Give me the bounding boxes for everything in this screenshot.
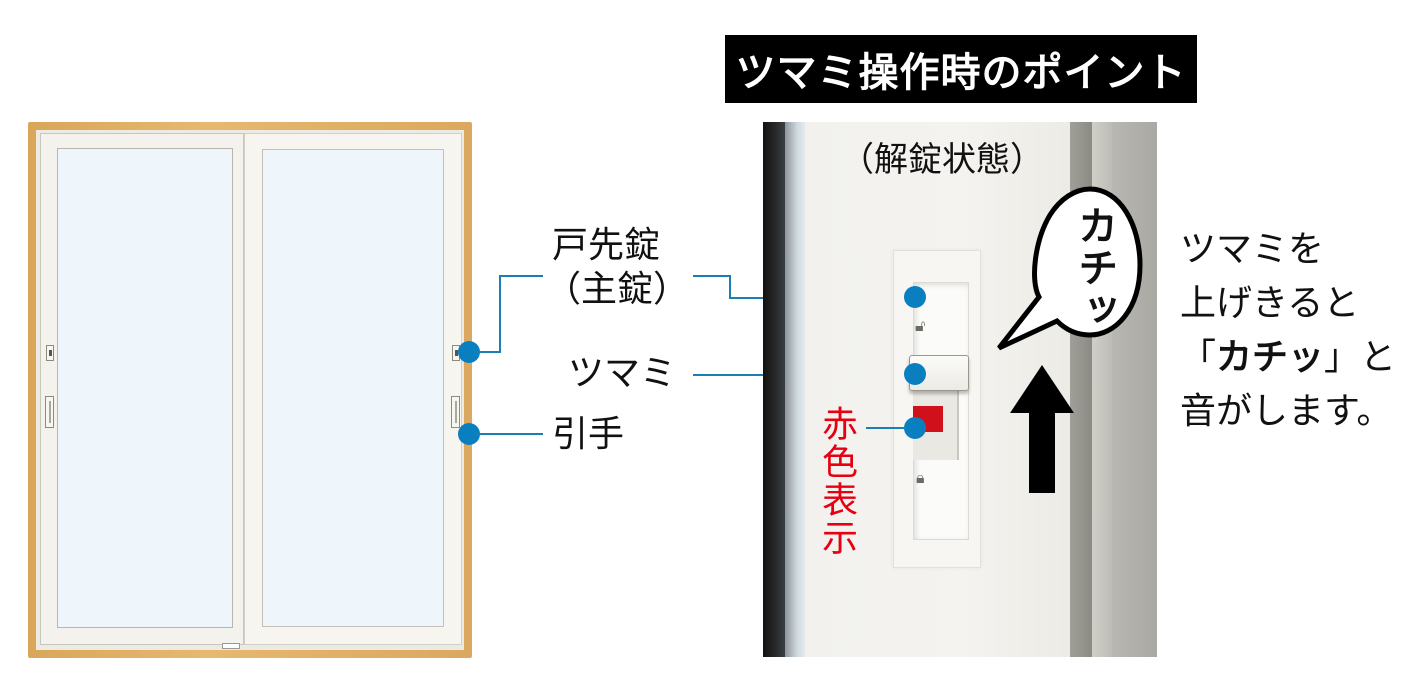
right-glass-pane bbox=[262, 149, 444, 627]
description-line-1: ツマミを bbox=[1180, 229, 1325, 270]
photo-lock-leader-h1 bbox=[693, 275, 731, 277]
photo-lock-marker-dot bbox=[904, 286, 926, 308]
description-line-2: 上げきると bbox=[1180, 283, 1360, 324]
right-sash bbox=[244, 133, 462, 645]
main-lock-label-line1: 戸先錠 bbox=[552, 225, 661, 266]
lock-state-label: （解錠状態） bbox=[840, 140, 1044, 180]
handle-leader-line bbox=[475, 433, 543, 435]
description-line-4: 音がします。 bbox=[1180, 391, 1393, 432]
handle-label: 引手 bbox=[552, 414, 625, 455]
right-handle-hardware bbox=[451, 396, 460, 428]
photo-frame-edge bbox=[763, 122, 785, 657]
title-banner: ツマミ操作時のポイント bbox=[725, 35, 1197, 103]
knob-marker-dot bbox=[904, 363, 926, 385]
left-glass-pane bbox=[57, 148, 233, 628]
main-lock-label-line2: （主錠） bbox=[545, 269, 690, 310]
speech-bubble-icon bbox=[997, 186, 1143, 351]
main-lock-leader-line-vertical bbox=[499, 275, 501, 353]
unlocked-padlock-icon: 🔓︎ bbox=[915, 316, 926, 335]
left-handle-hardware bbox=[45, 396, 54, 428]
description-text: ツマミを 上げきると 「カチッ」と 音がします。 bbox=[1180, 223, 1396, 439]
handle-marker-dot bbox=[458, 423, 480, 445]
left-sash bbox=[40, 133, 244, 645]
red-indicator-marker-dot bbox=[904, 417, 926, 439]
arrow-up-icon bbox=[1010, 365, 1074, 493]
quote-close: 」と bbox=[1324, 337, 1397, 378]
description-line-3: 「カチッ」と bbox=[1180, 331, 1396, 385]
main-lock-leader-line-top bbox=[499, 275, 543, 277]
red-indicator-leader-line bbox=[866, 427, 906, 429]
page-title: ツマミ操作時のポイント bbox=[735, 50, 1187, 96]
main-lock-marker-dot bbox=[458, 341, 480, 363]
description-emphasis: カチッ bbox=[1216, 337, 1325, 378]
red-indicator-label: 赤色表示 bbox=[816, 405, 857, 557]
left-lock-hardware bbox=[46, 345, 54, 361]
bubble-text: カチッ bbox=[1071, 205, 1117, 331]
main-lock-leader-line bbox=[475, 351, 501, 353]
photo-lock-leader-v bbox=[729, 275, 731, 299]
photo-glass-edge bbox=[785, 122, 805, 657]
bottom-latch bbox=[222, 643, 240, 649]
locked-padlock-icon: 🔒︎ bbox=[916, 468, 925, 487]
knob-label: ツマミ bbox=[568, 353, 677, 394]
quote-open: 「 bbox=[1180, 337, 1217, 378]
